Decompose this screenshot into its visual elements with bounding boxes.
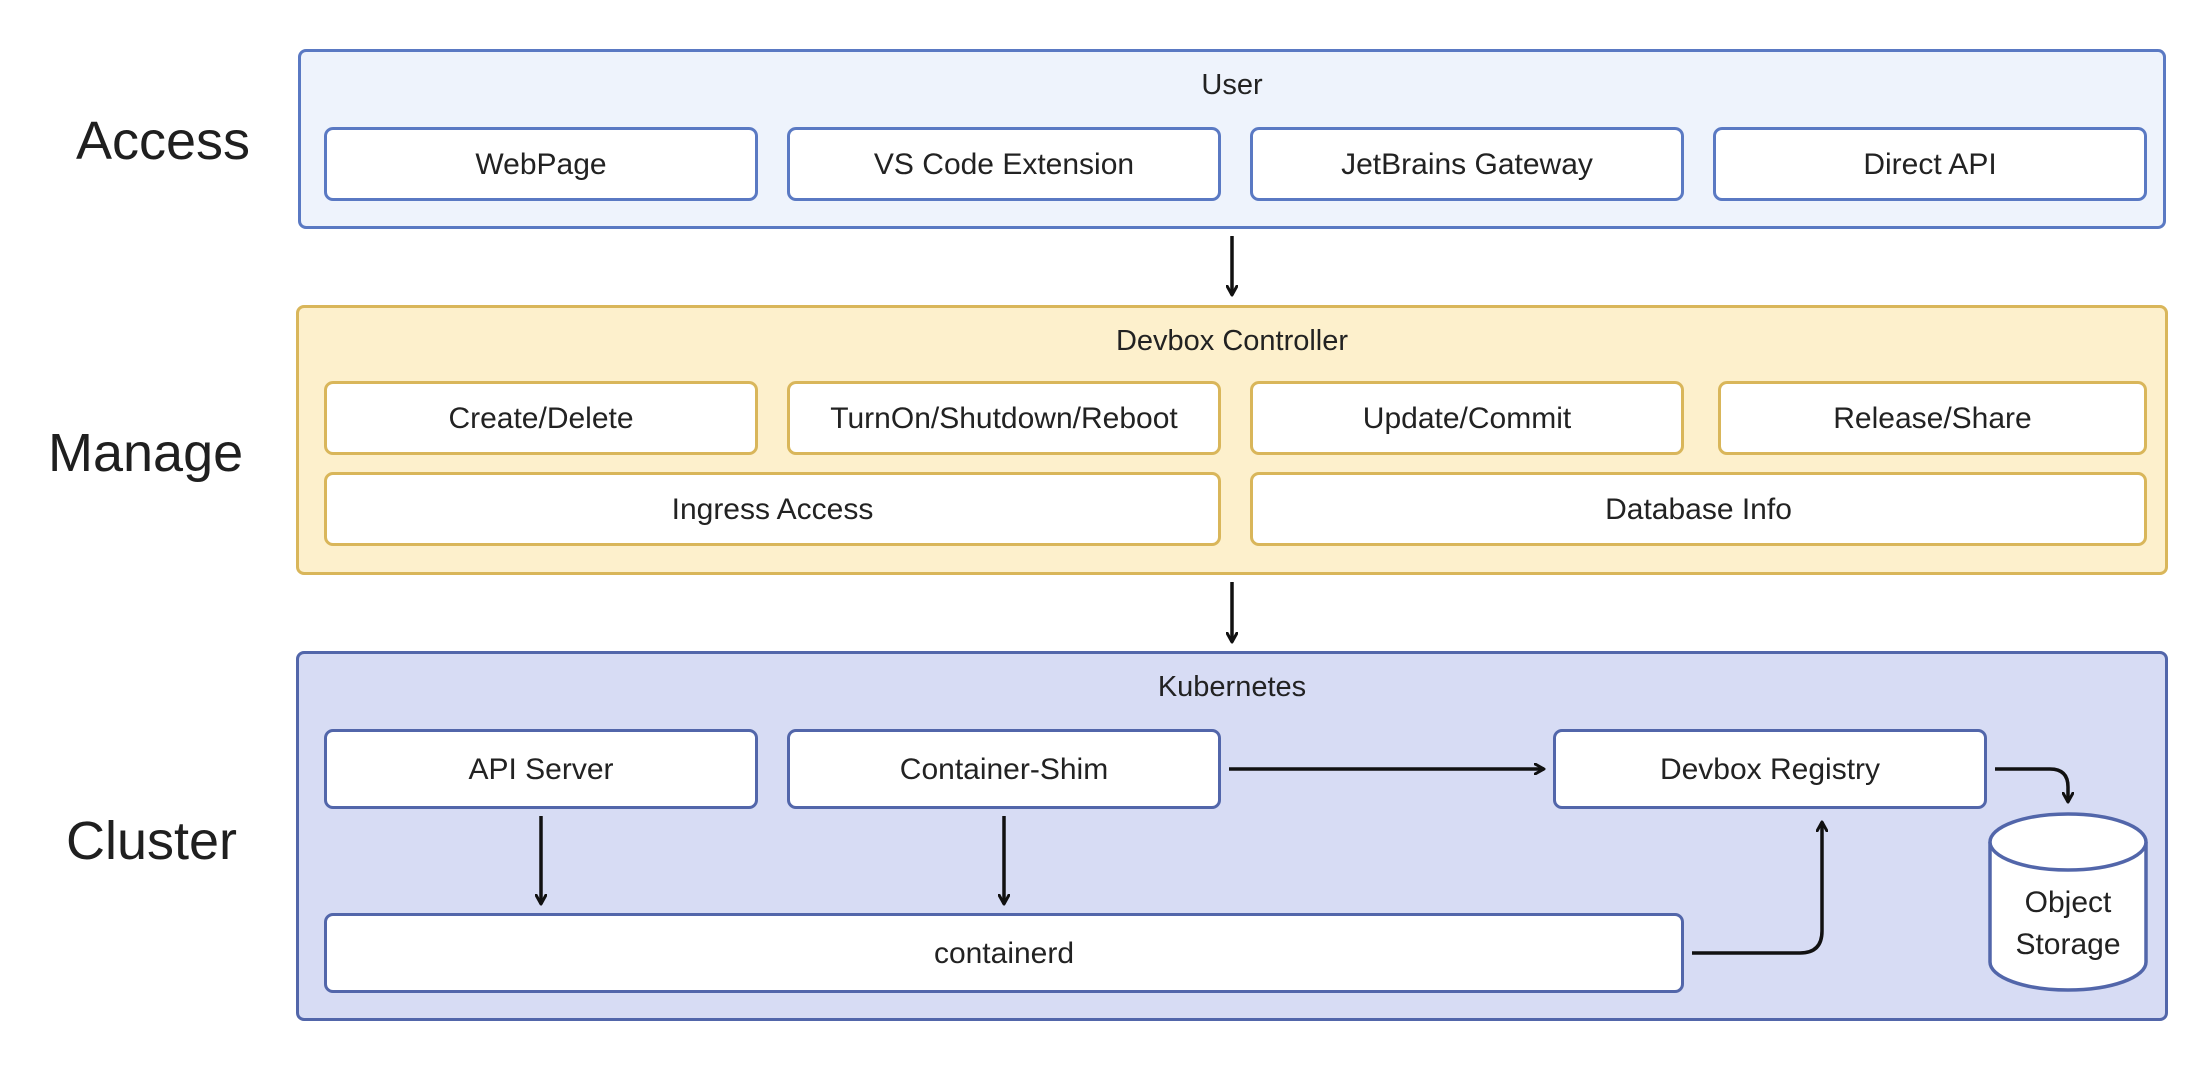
object-storage-label: Object Storage (1990, 882, 2146, 966)
manage-panel-title: Devbox Controller (1115, 325, 1349, 357)
database-info-box: Database Info (1250, 472, 2147, 546)
object-storage-label-line1: Object (2024, 886, 2112, 919)
container-shim-box: Container-Shim (787, 729, 1221, 809)
turnon-shutdown-reboot-box: TurnOn/Shutdown/Reboot (787, 381, 1221, 455)
update-commit-box: Update/Commit (1250, 381, 1684, 455)
ingress-access-box: Ingress Access (324, 472, 1221, 546)
devbox-registry-box: Devbox Registry (1553, 729, 1987, 809)
layer-label-cluster: Cluster (66, 811, 238, 871)
layer-label-access: Access (76, 111, 251, 171)
api-server-box: API Server (324, 729, 758, 809)
webpage-box: WebPage (324, 127, 758, 201)
jetbrains-gateway-box: JetBrains Gateway (1250, 127, 1684, 201)
direct-api-box: Direct API (1713, 127, 2147, 201)
release-share-box: Release/Share (1718, 381, 2147, 455)
create-delete-box: Create/Delete (324, 381, 758, 455)
cluster-panel-title: Kubernetes (1157, 671, 1307, 703)
object-storage-label-line2: Storage (2015, 928, 2121, 961)
containerd-box: containerd (324, 913, 1684, 993)
layer-label-manage: Manage (48, 423, 244, 483)
access-panel-title: User (1201, 69, 1263, 101)
vscode-extension-box: VS Code Extension (787, 127, 1221, 201)
